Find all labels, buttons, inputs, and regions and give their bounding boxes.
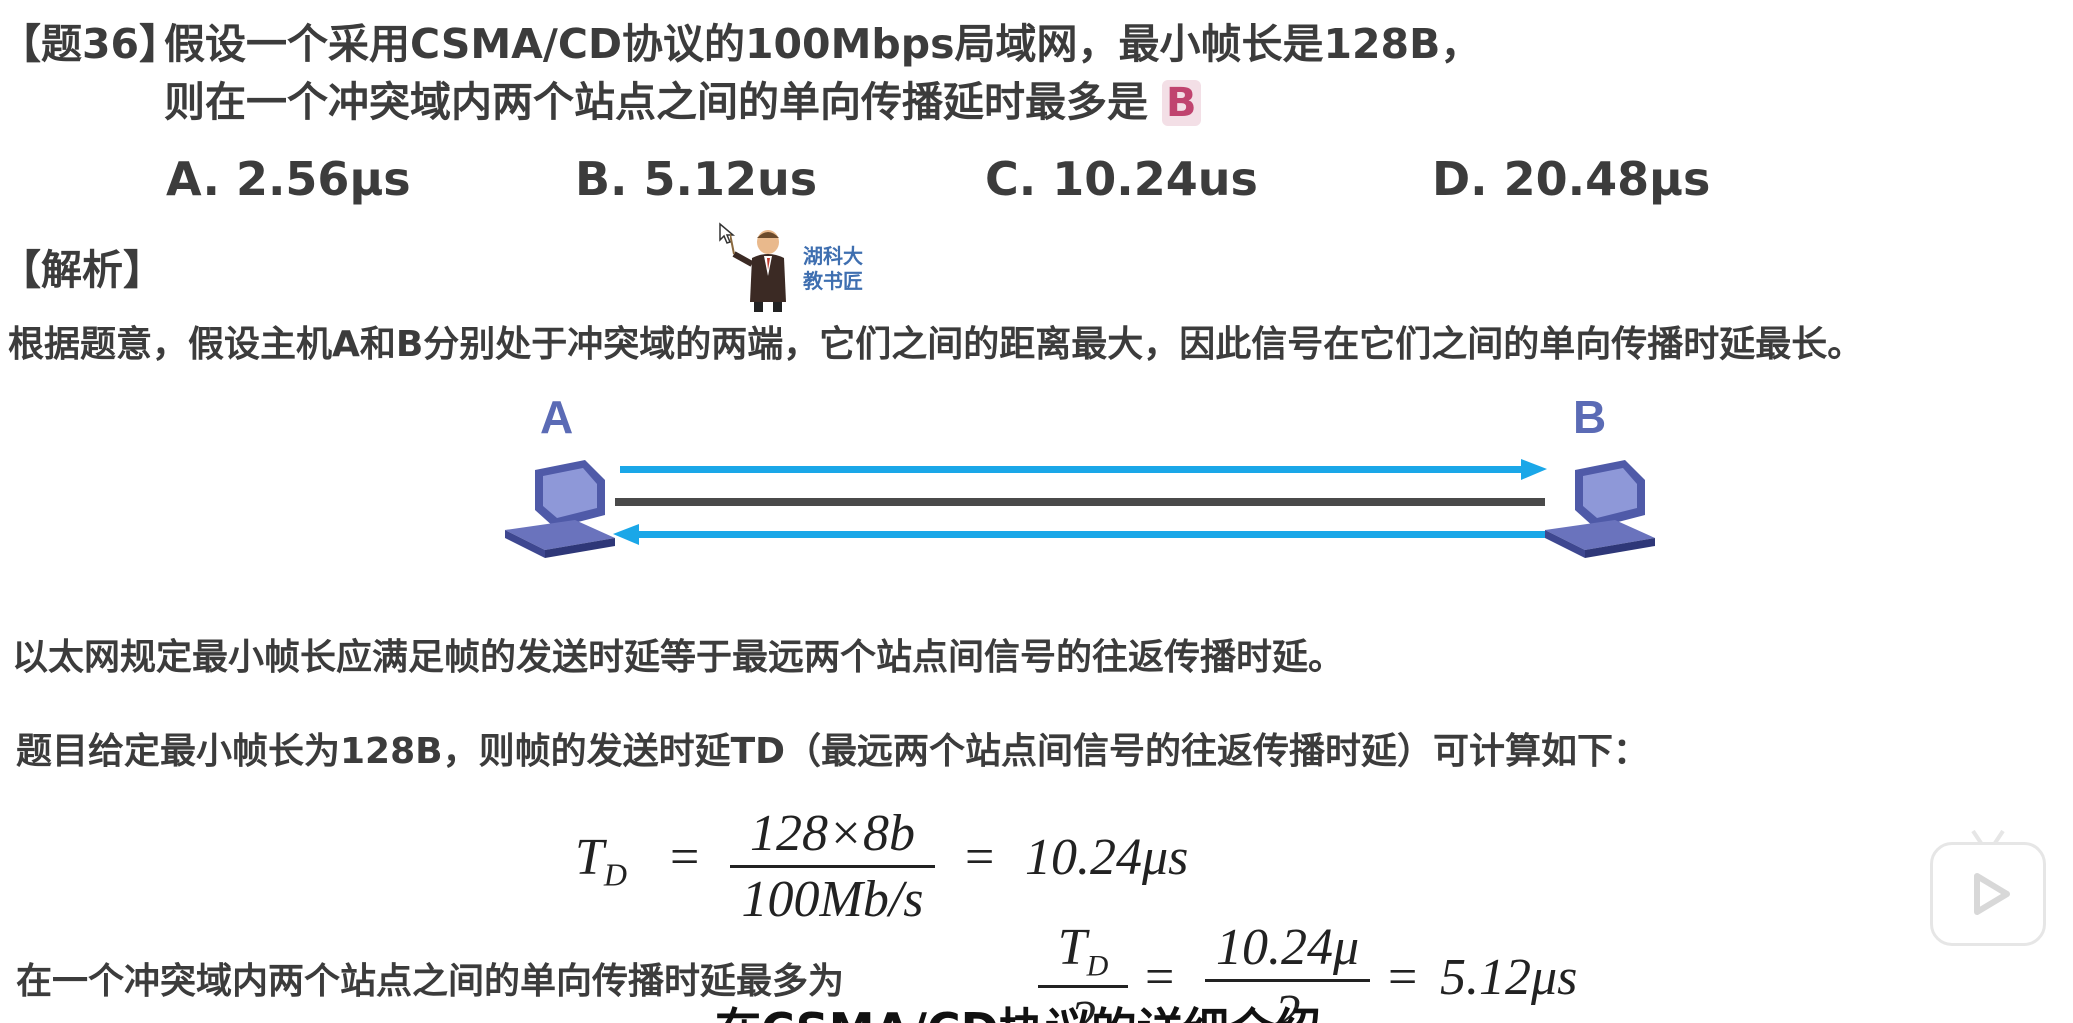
- analysis-para2: 以太网规定最小帧长应满足帧的发送时延等于最远两个站点间信号的往返传播时延。: [12, 637, 1345, 678]
- analysis-para4: 在一个冲突域内两个站点之间的单向传播时延最多为: [16, 961, 845, 1002]
- question-tag: 【题36】: [0, 20, 181, 68]
- formula1-fraction: 128×8b 100Mb/s: [730, 804, 935, 929]
- option-d: D. 20.48μs: [1432, 152, 1711, 206]
- arrow-left: [613, 524, 1545, 545]
- formula2-fraction2: 10.24μ 2: [1205, 918, 1370, 1023]
- question-line1: 假设一个采用CSMA/CD协议的100Mbps局域网，最小帧长是128B，: [164, 20, 1482, 68]
- video-subtitle: 在CSMA/CD协议的详细介绍: [715, 1000, 1321, 1023]
- formula1-lhs: TD: [575, 829, 628, 893]
- node-a-label: A: [540, 391, 574, 443]
- question-line2-wrap: 则在一个冲突域内两个站点之间的单向传播延时最多是 B: [164, 68, 1201, 128]
- teacher-icon: [730, 230, 786, 312]
- answer-badge: B: [1162, 80, 1201, 126]
- play-button[interactable]: [1930, 829, 2046, 946]
- network-diagram: [505, 459, 1655, 558]
- question-line2: 则在一个冲突域内两个站点之间的单向传播延时最多是: [164, 78, 1148, 126]
- computer-a-icon: [505, 460, 615, 558]
- option-a: A. 2.56μs: [166, 152, 411, 206]
- cursor-icon: [719, 222, 736, 244]
- formula2-eq1: =: [1145, 949, 1175, 1006]
- option-b: B. 5.12us: [575, 152, 818, 206]
- formula1-eq1: =: [670, 829, 700, 886]
- formula1-eq2: =: [965, 829, 995, 886]
- formula2-result: 5.12μs: [1440, 949, 1578, 1006]
- analysis-para3: 题目给定最小帧长为128B，则帧的发送时延TD（最远两个站点间信号的往返传播时延…: [16, 731, 1650, 772]
- teacher-name: 湖科大 教书匠: [803, 244, 863, 293]
- formula1-result: 10.24μs: [1025, 829, 1189, 886]
- option-c: C. 10.24us: [985, 152, 1258, 206]
- analysis-para1: 根据题意，假设主机A和B分别处于冲突域的两端，它们之间的距离最大，因此信号在它们…: [8, 324, 1864, 365]
- formula2: TD 2 = 10.24μ 2 = 5.12μs: [1030, 918, 1630, 1023]
- analysis-heading: 【解析】: [0, 246, 164, 294]
- teacher-watermark: 湖科大 教书匠: [719, 222, 875, 312]
- play-button-ears: [1963, 829, 2013, 845]
- formula2-fraction1: TD 2: [1038, 918, 1128, 1023]
- node-b-label: B: [1573, 391, 1607, 443]
- play-icon: [1974, 873, 2010, 915]
- formula1: TD = 128×8b 100Mb/s = 10.24μs: [575, 805, 1275, 928]
- network-cable: [615, 498, 1545, 506]
- formula2-eq2: =: [1388, 949, 1418, 1006]
- arrow-right: [620, 459, 1547, 480]
- computer-b-icon: [1545, 460, 1655, 558]
